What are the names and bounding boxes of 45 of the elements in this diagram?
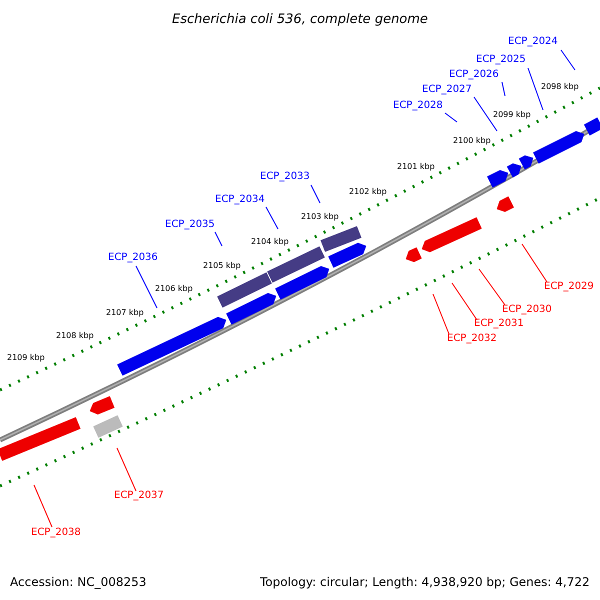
tick-label: 2101 kbp [397,163,435,171]
tick-label: 2103 kbp [301,213,339,221]
gene-label: ECP_2030 [502,305,552,315]
leader-line [432,294,450,334]
tick-label: 2106 kbp [155,285,193,293]
gene-label: ECP_2037 [114,491,164,501]
leader-line [560,50,576,70]
leader-line [310,184,320,204]
leader-line [522,244,548,282]
gene-label: ECP_2033 [260,172,310,182]
gene-label: ECP_2035 [165,220,215,230]
gene-label: ECP_2024 [508,37,558,47]
gene-label: ECP_2031 [474,319,524,329]
leader-line [474,96,498,132]
gene-label: ECP_2026 [449,70,499,80]
gene-label: ECP_2034 [215,195,265,205]
tick-label: 2107 kbp [106,309,144,317]
tick-label: 2108 kbp [56,332,94,340]
gene-label: ECP_2028 [393,101,443,111]
leader-line [478,268,506,306]
tick-label: 2099 kbp [493,111,531,119]
tick-label: 2102 kbp [349,188,387,196]
tick-label: 2109 kbp [7,354,45,362]
gene-label: ECP_2038 [31,528,81,538]
gene-label: ECP_2027 [422,85,472,95]
leader-line [214,232,222,246]
leader-line [444,112,458,122]
accession-label: Accession: NC_008253 [10,576,146,588]
genome-summary-label: Topology: circular; Length: 4,938,920 bp; Genes: 4,722 [260,576,590,588]
gene-label: ECP_2025 [476,55,526,65]
leader-line [136,266,158,308]
diagram-title: Escherichia coli 536, complete genome [172,12,428,26]
leader-line [34,484,52,528]
tick-label: 2104 kbp [251,238,289,246]
gene-label: ECP_2029 [544,282,594,292]
leader-line [452,282,478,320]
gene-label: ECP_2032 [447,334,497,344]
leader-line [116,448,136,492]
gene-label: ECP_2036 [108,253,158,263]
leader-line [266,206,278,230]
tick-label: 2100 kbp [453,137,491,145]
tick-label: 2098 kbp [541,83,579,91]
leader-line [502,82,506,96]
tick-label: 2105 kbp [203,262,241,270]
leader-line [528,68,544,110]
